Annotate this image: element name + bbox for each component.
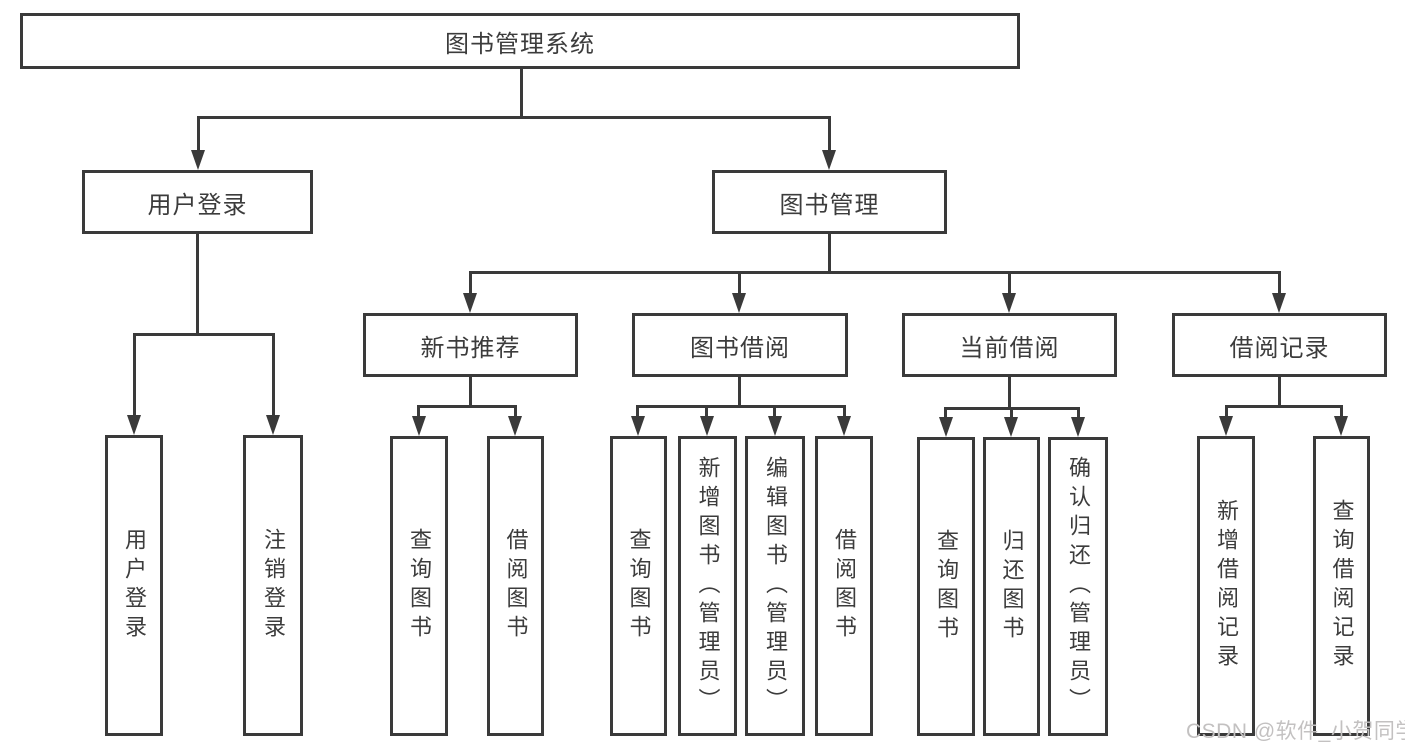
- node-new-book-recommend-label: 新书推荐: [420, 334, 521, 362]
- connector-arrowhead: [1334, 416, 1348, 436]
- connector-v-line: [1077, 407, 1080, 419]
- connector-arrowhead: [1219, 416, 1233, 436]
- leaf-query-borrow-record-label: 查询借阅记录: [1329, 499, 1355, 673]
- connector-arrowhead: [508, 416, 522, 436]
- connector-arrowhead: [1071, 417, 1085, 437]
- node-user-login: 用户登录: [82, 170, 313, 234]
- connector-v-line: [738, 271, 741, 295]
- leaf-borrow-books-1: 借阅图书: [487, 436, 544, 736]
- node-current-borrow-label: 当前借阅: [959, 334, 1060, 362]
- connector-v-line: [1008, 376, 1011, 410]
- connector-v-line: [1008, 271, 1011, 295]
- leaf-edit-book-admin: 编辑图书（管理员）: [745, 436, 805, 736]
- node-root: 图书管理系统: [20, 13, 1020, 69]
- connector-h-line: [417, 405, 517, 408]
- connector-v-line: [272, 333, 275, 417]
- connector-arrowhead: [1002, 293, 1016, 313]
- connector-arrowhead: [463, 293, 477, 313]
- connector-v-line: [1278, 271, 1281, 295]
- leaf-add-borrow-record: 新增借阅记录: [1197, 436, 1255, 736]
- connector-h-line: [197, 116, 831, 119]
- connector-v-line: [469, 271, 472, 295]
- leaf-user-login: 用户登录: [105, 435, 163, 736]
- connector-v-line: [843, 405, 846, 418]
- connector-v-line: [197, 116, 200, 152]
- node-current-borrow: 当前借阅: [902, 313, 1117, 377]
- connector-v-line: [196, 232, 199, 335]
- connector-arrowhead: [412, 416, 426, 436]
- connector-v-line: [944, 407, 947, 419]
- leaf-query-books-2: 查询图书: [610, 436, 667, 736]
- leaf-confirm-return-admin: 确认归还（管理员）: [1048, 437, 1108, 736]
- leaf-return-books: 归还图书: [983, 437, 1040, 736]
- connector-arrowhead: [1004, 417, 1018, 437]
- node-new-book-recommend: 新书推荐: [363, 313, 578, 377]
- connector-arrowhead: [822, 150, 836, 170]
- leaf-add-borrow-record-label: 新增借阅记录: [1214, 499, 1239, 673]
- connector-v-line: [469, 376, 472, 408]
- leaf-borrow-books-2-label: 借阅图书: [832, 528, 857, 644]
- leaf-user-login-label: 用户登录: [122, 527, 147, 644]
- node-user-login-label: 用户登录: [147, 191, 248, 219]
- connector-v-line: [636, 405, 639, 418]
- leaf-query-books-3-label: 查询图书: [934, 528, 959, 645]
- connector-v-line: [738, 376, 741, 408]
- leaf-query-books-1: 查询图书: [390, 436, 448, 736]
- node-borrow-records: 借阅记录: [1172, 313, 1387, 377]
- node-book-borrow-label: 图书借阅: [690, 334, 790, 362]
- connector-arrowhead: [837, 416, 851, 436]
- leaf-return-books-label: 归还图书: [999, 528, 1025, 645]
- connector-arrowhead: [1272, 293, 1286, 313]
- connector-v-line: [705, 405, 708, 418]
- connector-v-line: [520, 69, 523, 118]
- leaf-query-books-1-label: 查询图书: [407, 528, 432, 644]
- leaf-logout-label: 注销登录: [261, 527, 286, 644]
- connector-arrowhead: [631, 416, 645, 436]
- leaf-query-borrow-record: 查询借阅记录: [1313, 436, 1370, 736]
- leaf-confirm-return-admin-label: 确认归还（管理员）: [1066, 456, 1091, 717]
- node-book-borrow: 图书借阅: [632, 313, 848, 377]
- connector-v-line: [417, 405, 420, 418]
- node-root-label: 图书管理系统: [445, 30, 595, 58]
- connector-arrowhead: [191, 150, 205, 170]
- leaf-logout: 注销登录: [243, 435, 303, 736]
- connector-arrowhead: [700, 416, 714, 436]
- connector-h-line: [1225, 405, 1343, 408]
- leaf-query-books-3: 查询图书: [917, 437, 975, 736]
- connector-h-line: [469, 271, 1281, 274]
- connector-v-line: [1278, 376, 1281, 408]
- watermark: CSDN @软件_小贺同学: [1186, 720, 1405, 743]
- connector-arrowhead: [939, 417, 953, 437]
- connector-v-line: [1340, 405, 1343, 418]
- connector-h-line: [133, 333, 275, 336]
- connector-v-line: [1010, 407, 1013, 419]
- connector-arrowhead: [768, 416, 782, 436]
- node-book-management: 图书管理: [712, 170, 947, 234]
- connector-arrowhead: [266, 415, 280, 435]
- connector-v-line: [828, 232, 831, 274]
- connector-v-line: [133, 333, 136, 417]
- connector-v-line: [773, 405, 776, 418]
- leaf-add-book-admin-label: 新增图书（管理员）: [695, 455, 721, 717]
- connector-v-line: [1225, 405, 1228, 418]
- leaf-borrow-books-1-label: 借阅图书: [503, 528, 529, 644]
- leaf-add-book-admin: 新增图书（管理员）: [678, 436, 737, 736]
- node-book-management-label: 图书管理: [779, 191, 880, 219]
- connector-arrowhead: [127, 415, 141, 435]
- connector-v-line: [514, 405, 517, 418]
- node-borrow-records-label: 借阅记录: [1229, 334, 1330, 362]
- leaf-borrow-books-2: 借阅图书: [815, 436, 873, 736]
- leaf-edit-book-admin-label: 编辑图书（管理员）: [763, 455, 788, 717]
- connector-h-line: [636, 405, 846, 408]
- connector-v-line: [828, 116, 831, 152]
- connector-arrowhead: [732, 293, 746, 313]
- leaf-query-books-2-label: 查询图书: [626, 528, 652, 644]
